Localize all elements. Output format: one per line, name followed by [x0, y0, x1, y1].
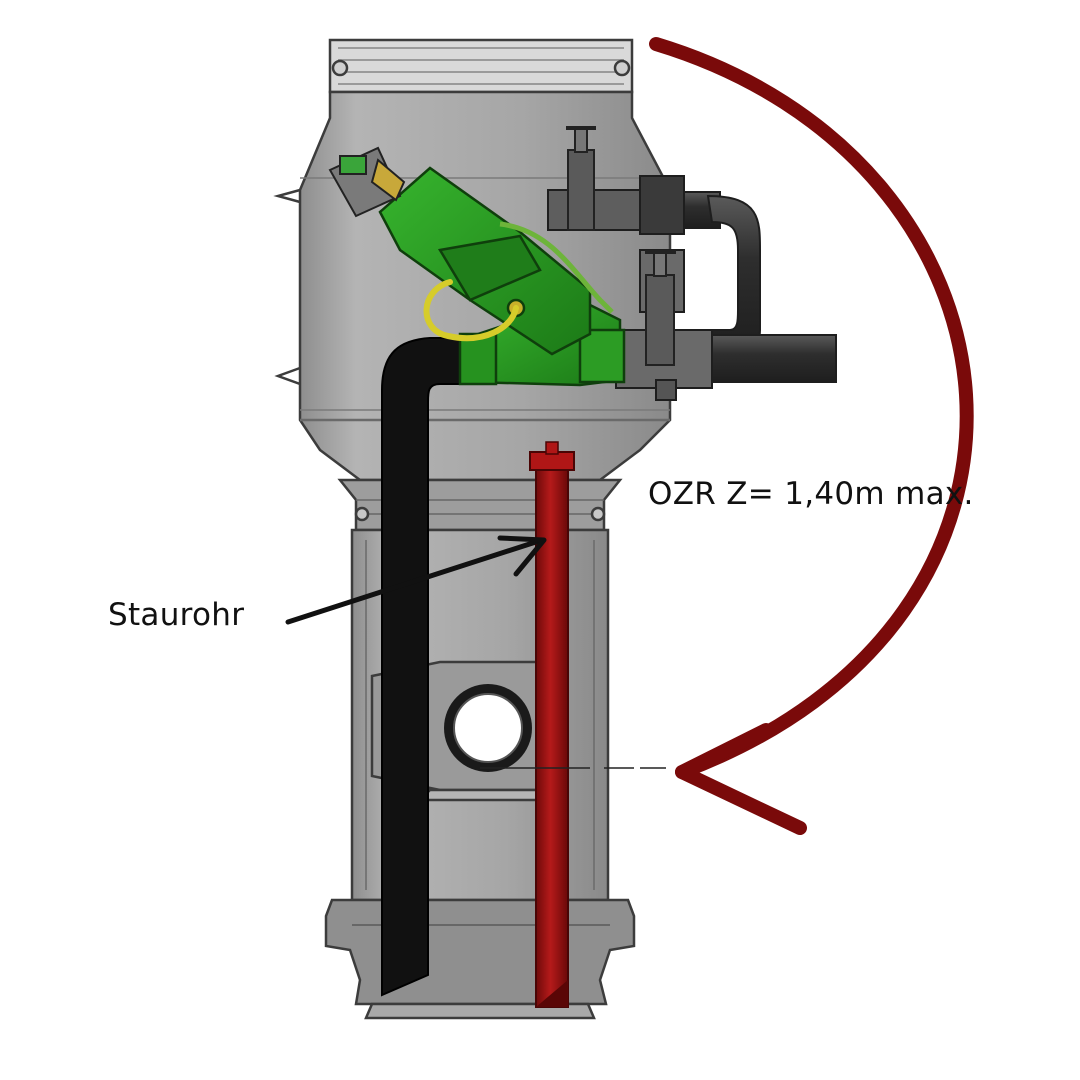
pointer-arrow-head — [497, 535, 547, 577]
staurohr-label: Staurohr — [108, 597, 245, 633]
ozr-label: OZR Z= 1,40m max. — [648, 476, 974, 512]
ball-valve-upper — [566, 126, 596, 231]
green-valve — [378, 166, 626, 387]
ball-valve-lower — [645, 250, 676, 366]
stand-pipe — [529, 441, 575, 1008]
inlet-ring — [444, 684, 532, 772]
yellow-cable — [423, 279, 519, 342]
solenoid-head — [328, 146, 406, 218]
curved-arrow — [649, 37, 974, 779]
pointer-arrow — [285, 537, 545, 625]
base — [324, 898, 636, 1006]
curved-arrow-head — [675, 723, 807, 835]
green-hose — [499, 221, 614, 314]
